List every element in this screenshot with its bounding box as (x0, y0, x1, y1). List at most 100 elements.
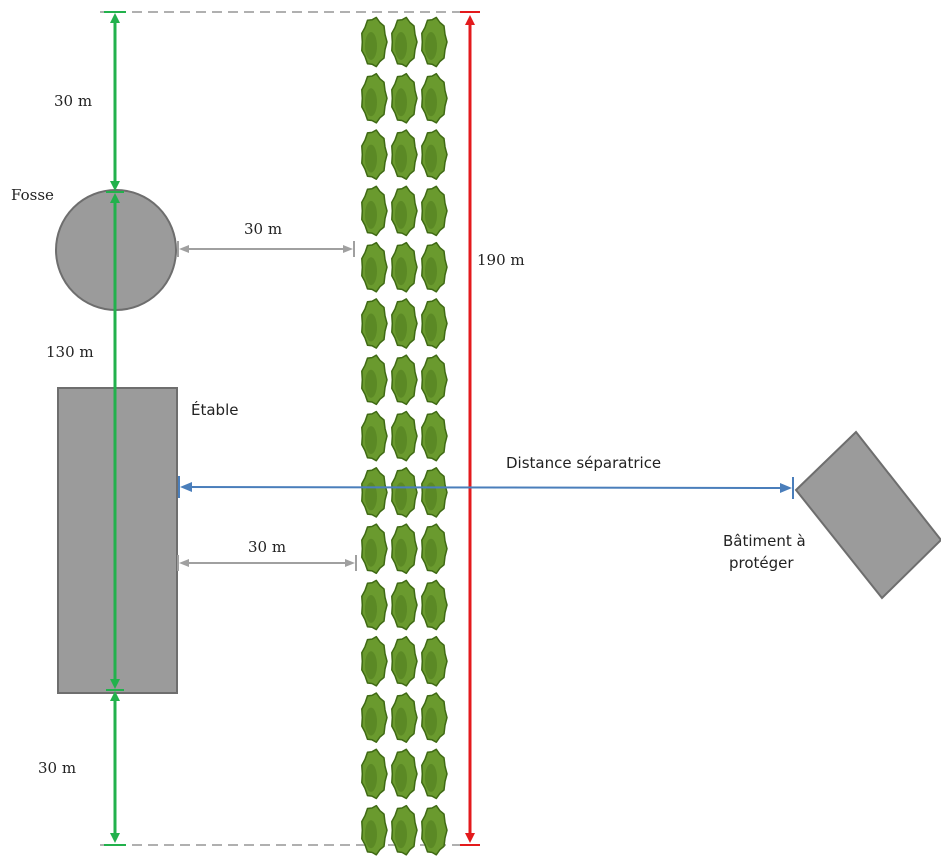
tree-shade (365, 32, 377, 60)
tree-shade (365, 313, 377, 342)
tree-shade (425, 538, 437, 567)
tree (421, 298, 448, 349)
tree (361, 129, 388, 180)
tree-shade (395, 763, 407, 792)
tree-shade (395, 369, 407, 398)
tree (391, 298, 418, 349)
tree (391, 804, 418, 856)
label-etable-hedge-30m: 30 m (248, 538, 287, 556)
tree (421, 523, 448, 575)
tree-shade (425, 257, 437, 286)
tree-shade (425, 763, 437, 792)
tree (361, 354, 388, 406)
tree (361, 804, 388, 856)
batiment-building (794, 430, 941, 600)
tree-shade (395, 313, 407, 342)
tree (391, 692, 418, 743)
label-batiment-line1: Bâtiment à (723, 532, 806, 550)
tree-shade (395, 595, 407, 623)
tree-shade (395, 200, 407, 229)
label-190m: 190 m (477, 251, 525, 269)
tree-shade (425, 88, 437, 117)
tree-shade (425, 426, 437, 455)
tree (421, 129, 448, 180)
tree (391, 635, 418, 687)
tree-shade (365, 651, 377, 680)
tree-shade (395, 257, 407, 286)
label-fosse: Fosse (11, 186, 54, 204)
tree (361, 72, 388, 124)
tree (391, 579, 418, 631)
tree (421, 804, 448, 856)
tree (421, 241, 448, 293)
tree (391, 523, 418, 575)
tree (421, 748, 448, 800)
label-top-30m: 30 m (54, 92, 93, 110)
tree (361, 298, 388, 349)
tree-shade (365, 595, 377, 623)
tree (421, 16, 448, 68)
tree-shade (395, 707, 407, 736)
tree (391, 410, 418, 462)
tree (391, 748, 418, 800)
tree (421, 72, 448, 124)
tree-shade (395, 88, 407, 117)
tree-shade (425, 820, 437, 849)
tree (421, 185, 448, 237)
tree-shade (365, 369, 377, 398)
tree-shade (395, 538, 407, 567)
tree-shade (425, 707, 437, 736)
label-distance-separatrice: Distance séparatrice (506, 454, 662, 472)
tree (361, 692, 388, 743)
tree (421, 354, 448, 406)
tree-shade (365, 707, 377, 736)
tree-shade (425, 595, 437, 623)
tree (391, 16, 418, 68)
tree-shade (365, 144, 377, 173)
tree (421, 635, 448, 687)
tree-shade (395, 144, 407, 173)
tree (361, 410, 388, 462)
tree (361, 748, 388, 800)
tree (421, 692, 448, 743)
tree-shade (395, 651, 407, 680)
tree (391, 241, 418, 293)
tree-shade (365, 538, 377, 567)
tree-shade (395, 426, 407, 455)
tree (361, 185, 388, 237)
blue-arrow-distance (180, 482, 792, 493)
tree-shade (425, 651, 437, 680)
tree-shade (365, 200, 377, 229)
label-batiment-line2: protéger (729, 554, 794, 572)
tree-shade (425, 32, 437, 60)
tree-shade (395, 32, 407, 60)
tree-shade (425, 200, 437, 229)
tree-shade (425, 313, 437, 342)
tree-hedge (361, 16, 448, 856)
tree (361, 241, 388, 293)
tree-shade (365, 763, 377, 792)
tree (361, 579, 388, 631)
tree (391, 354, 418, 406)
label-fosse-hedge-30m: 30 m (244, 220, 283, 238)
tree (391, 185, 418, 237)
tree-shade (365, 88, 377, 117)
tree-shade (365, 426, 377, 455)
tree (361, 635, 388, 687)
etable-rect (57, 387, 178, 694)
tree (421, 410, 448, 462)
label-etable: Étable (191, 401, 239, 419)
tree-shade (395, 820, 407, 849)
tree (391, 129, 418, 180)
tree (421, 579, 448, 631)
tree (361, 523, 388, 575)
tree-shade (425, 369, 437, 398)
tree-shade (365, 257, 377, 286)
tree-shade (425, 144, 437, 173)
tree-shade (365, 820, 377, 849)
tree (361, 16, 388, 68)
label-130m: 130 m (46, 343, 94, 361)
label-bottom-30m: 30 m (38, 759, 77, 777)
